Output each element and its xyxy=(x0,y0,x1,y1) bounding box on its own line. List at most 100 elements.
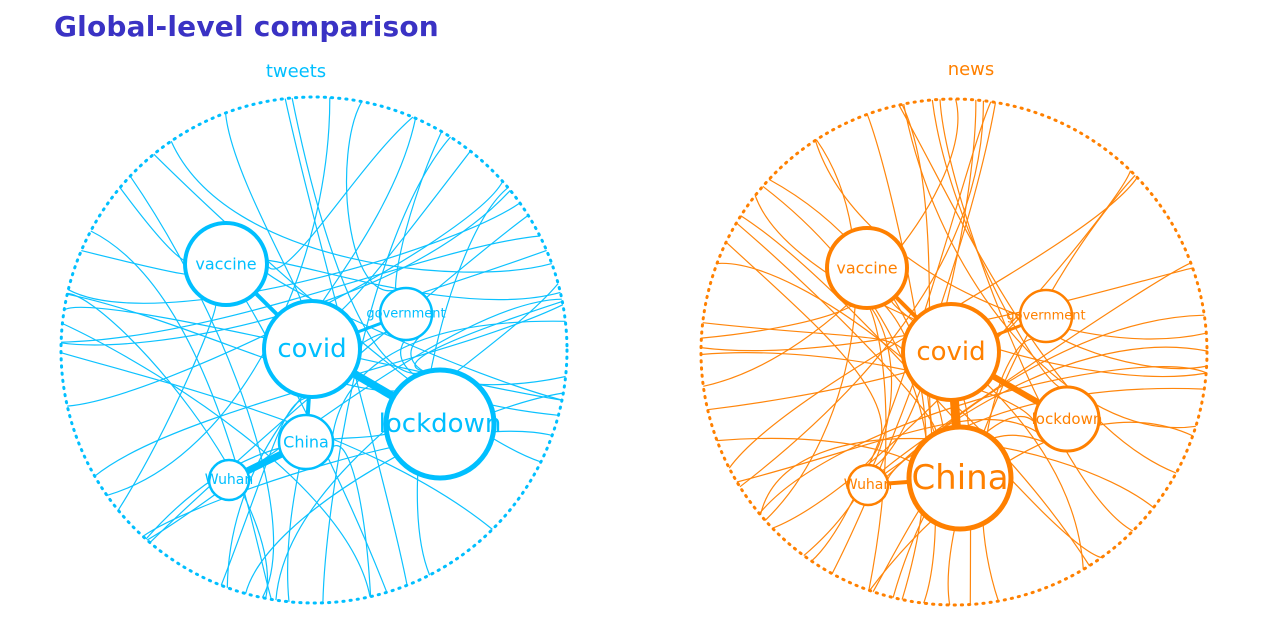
context-edge xyxy=(245,392,564,594)
vaccine-node-circle xyxy=(183,221,269,307)
china-node-label: China xyxy=(911,458,1008,498)
wuhan-node-label: Wuhan xyxy=(844,477,893,493)
context-edge xyxy=(318,118,417,310)
context-edge xyxy=(245,299,388,593)
node-lockdown: lockdown xyxy=(1032,385,1103,453)
government-node-label: government xyxy=(1006,309,1085,324)
context-edge xyxy=(898,104,1177,474)
context-edge xyxy=(947,174,1136,606)
context-edge xyxy=(62,322,371,597)
context-edge xyxy=(220,396,313,586)
context-edge xyxy=(739,100,985,488)
context-edge xyxy=(142,430,553,537)
edge-covid-china xyxy=(305,394,311,418)
context-edge xyxy=(129,175,275,598)
covid-node-circle xyxy=(262,299,362,399)
china-node-circle xyxy=(906,424,1014,532)
vaccine-node-label: vaccine xyxy=(836,259,897,278)
context-edge xyxy=(903,103,1196,429)
node-vaccine: vaccine xyxy=(183,221,269,307)
context-edge xyxy=(803,307,893,557)
context-edge xyxy=(263,116,414,270)
edge-china-wuhan xyxy=(243,450,286,475)
vaccine-node-circle xyxy=(825,226,909,310)
context-edge xyxy=(266,259,561,301)
edge-covid-lockdown xyxy=(989,373,1043,406)
context-edge xyxy=(881,262,1192,472)
node-vaccine: vaccine xyxy=(825,226,909,310)
edge-vaccine-covid xyxy=(253,290,280,318)
context-edge xyxy=(939,99,1134,532)
tweets-boundary-circle xyxy=(59,95,569,605)
edge-china-wuhan xyxy=(885,479,912,486)
context-edge xyxy=(758,366,1207,514)
lockdown-node-circle xyxy=(383,367,497,481)
edge-vaccine-covid xyxy=(893,294,920,321)
context-edge xyxy=(145,433,388,540)
wuhan-node-circle xyxy=(846,463,890,507)
edge-covid-china xyxy=(949,395,961,432)
context-edge xyxy=(931,99,1066,389)
context-edge xyxy=(725,241,883,466)
context-edge xyxy=(291,97,427,375)
context-edge xyxy=(61,235,540,343)
context-edge xyxy=(868,307,887,591)
edge-government-covid xyxy=(994,323,1024,337)
context-edge xyxy=(740,215,1102,559)
covid-node-label: covid xyxy=(916,337,985,367)
covid-node-label: covid xyxy=(277,334,346,364)
node-lockdown: lockdown xyxy=(379,367,502,481)
government-node-circle xyxy=(378,286,434,342)
context-edge xyxy=(67,293,398,392)
context-edge xyxy=(901,104,936,434)
node-china: China xyxy=(277,413,335,471)
context-edge xyxy=(716,262,1090,567)
context-edge xyxy=(764,139,857,521)
tweets-network-diagram: tweets vaccine government covid lockdownChin… xyxy=(59,61,569,605)
vaccine-node-label: vaccine xyxy=(195,255,256,274)
context-edge xyxy=(736,222,937,435)
context-edge xyxy=(67,292,269,599)
context-edge xyxy=(68,202,521,304)
page-title: Global-level comparison xyxy=(54,10,439,43)
node-china: China xyxy=(906,424,1014,532)
context-edge xyxy=(885,314,1205,478)
node-government: government xyxy=(366,286,446,342)
context-edge xyxy=(60,352,493,530)
government-node-circle xyxy=(1018,288,1074,344)
context-edge xyxy=(884,387,1205,475)
context-edge xyxy=(117,303,217,511)
context-edge xyxy=(395,131,443,301)
context-edge xyxy=(874,99,977,467)
node-wuhan: Wuhan xyxy=(844,463,893,507)
context-edge xyxy=(90,230,272,600)
lockdown-node-circle xyxy=(1033,385,1101,453)
edge-government-covid xyxy=(355,321,384,334)
node-covid: covid xyxy=(262,299,362,399)
context-edge xyxy=(170,140,552,273)
china-node-label: China xyxy=(283,433,329,452)
context-edge xyxy=(226,332,388,588)
tweets-panel-label: tweets xyxy=(266,61,326,82)
government-node-label: government xyxy=(366,307,445,322)
covid-node-circle xyxy=(901,302,1001,402)
china-node-circle xyxy=(277,413,335,471)
context-edge xyxy=(869,421,1193,591)
node-covid: covid xyxy=(901,302,1001,402)
context-edge xyxy=(345,101,399,292)
wuhan-node-label: Wuhan xyxy=(205,472,254,488)
node-wuhan: Wuhan xyxy=(205,458,254,502)
context-edge xyxy=(768,178,945,430)
news-panel-label: news xyxy=(948,59,995,80)
lockdown-node-label: lockdown xyxy=(379,409,502,439)
lockdown-node-label: lockdown xyxy=(1032,410,1103,428)
node-government: government xyxy=(1006,288,1086,344)
wuhan-node-circle xyxy=(207,458,251,502)
context-edge xyxy=(883,303,927,600)
context-edge xyxy=(416,187,509,576)
context-edge xyxy=(702,322,904,351)
news-boundary-circle xyxy=(699,97,1209,607)
